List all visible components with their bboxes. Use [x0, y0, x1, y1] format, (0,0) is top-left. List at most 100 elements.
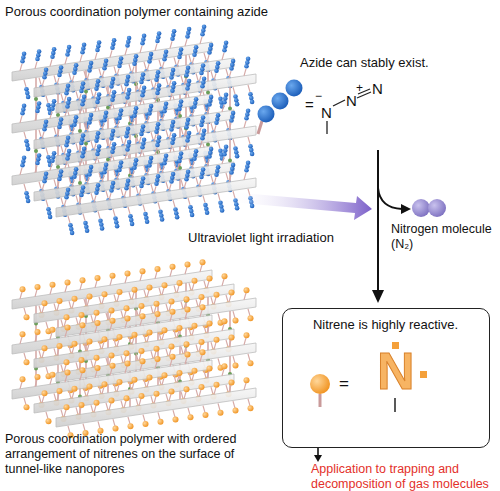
nitrene-ball	[42, 390, 48, 396]
pin-stick	[248, 309, 250, 316]
azide-ball	[230, 166, 235, 171]
pin-stick	[35, 62, 37, 69]
azide-ball	[94, 191, 99, 196]
pin-stick	[174, 109, 176, 116]
pin-stick	[42, 396, 44, 403]
nitrene-ball	[147, 330, 153, 336]
azide-ball	[50, 55, 55, 60]
azide-ball	[192, 157, 197, 162]
nitrene-ball	[200, 304, 206, 310]
pin-stick	[117, 69, 119, 76]
pin-stick	[248, 354, 250, 361]
azide-ball	[164, 101, 169, 106]
pin-stick	[110, 278, 112, 285]
nitrene-ball	[102, 381, 108, 387]
pin-stick	[233, 356, 235, 363]
azide-ball	[170, 175, 175, 180]
azide-ball	[170, 141, 175, 146]
nitrene-ball	[170, 354, 176, 360]
nitrene-ball	[35, 284, 41, 290]
pin-stick	[84, 299, 86, 306]
pin-stick	[211, 342, 213, 349]
pin-stick	[76, 317, 78, 324]
pin-stick	[140, 46, 142, 53]
nitrene-ball	[170, 264, 176, 270]
pin-stick	[166, 304, 168, 311]
azide-ball	[119, 56, 124, 61]
pin-stick	[162, 166, 164, 173]
azide-ball	[124, 82, 129, 87]
nitrene-ball	[94, 355, 100, 361]
azide-ball	[235, 154, 240, 159]
pin-stick	[155, 96, 157, 103]
pin-stick	[192, 57, 194, 64]
nitrene-ball	[64, 359, 70, 365]
pin-stick	[159, 164, 161, 171]
azide-ball	[154, 182, 159, 187]
azide-ball	[215, 65, 220, 70]
pin-stick	[162, 378, 164, 385]
nitrene-ball	[155, 311, 161, 317]
pin-stick	[46, 322, 48, 329]
azide-ball	[172, 81, 177, 86]
azide-ball	[177, 159, 182, 164]
azide-ball	[74, 167, 79, 172]
pin-stick	[72, 179, 74, 186]
azide-ball	[157, 135, 162, 140]
azide-ball	[57, 125, 62, 130]
pin-stick	[54, 127, 56, 134]
pin-stick	[174, 375, 176, 382]
azide-ball	[174, 211, 179, 216]
azide-ball	[189, 209, 194, 214]
pin-stick	[79, 408, 81, 415]
azide-ball	[244, 64, 249, 69]
pin-stick	[139, 85, 141, 92]
pin-stick	[218, 89, 220, 96]
pin-stick	[177, 112, 179, 119]
azide-ball	[162, 57, 167, 62]
nitrene-ball	[110, 363, 116, 369]
pin-stick	[106, 403, 108, 410]
pin-stick	[69, 391, 71, 398]
azide-ball	[119, 108, 124, 113]
azide-ball	[111, 42, 116, 47]
nitrene-ball	[64, 314, 70, 320]
pin-stick	[189, 328, 191, 335]
nitrene-ball	[229, 380, 235, 386]
azide-ball	[200, 84, 205, 89]
azide-ball	[81, 81, 86, 86]
pin-stick	[200, 310, 202, 317]
azide-ball	[103, 62, 108, 67]
pin-stick	[136, 82, 138, 89]
nitrene-ball	[199, 384, 205, 390]
azide-ball	[208, 150, 213, 155]
pin-stick	[129, 64, 131, 71]
azide-ball	[148, 107, 153, 112]
pin-stick	[199, 128, 201, 135]
nitrene-ball	[177, 325, 183, 331]
pin-stick	[54, 179, 56, 186]
electron-dot	[420, 371, 427, 378]
azide-ball	[110, 184, 115, 189]
pin-stick	[154, 134, 156, 141]
pin-stick	[132, 337, 134, 344]
azide-ball	[201, 167, 206, 172]
pin-stick	[226, 69, 228, 76]
azide-ball	[109, 84, 114, 89]
pin-stick	[177, 331, 179, 338]
bond-line	[326, 121, 327, 134]
azide-ball	[216, 61, 221, 66]
azide-ball	[83, 221, 88, 226]
metal-node	[228, 158, 232, 162]
azide-ball	[94, 139, 99, 144]
azide-ball	[110, 80, 115, 85]
azide-ball	[214, 69, 219, 74]
pin-stick	[99, 297, 101, 304]
pin-stick	[229, 123, 231, 130]
pin-stick	[80, 55, 82, 62]
pin-stick	[196, 344, 198, 351]
azide-ball	[128, 214, 133, 219]
azide-ball	[185, 34, 190, 39]
nitrene-ball	[143, 421, 149, 427]
nitrene-ball	[248, 315, 254, 321]
